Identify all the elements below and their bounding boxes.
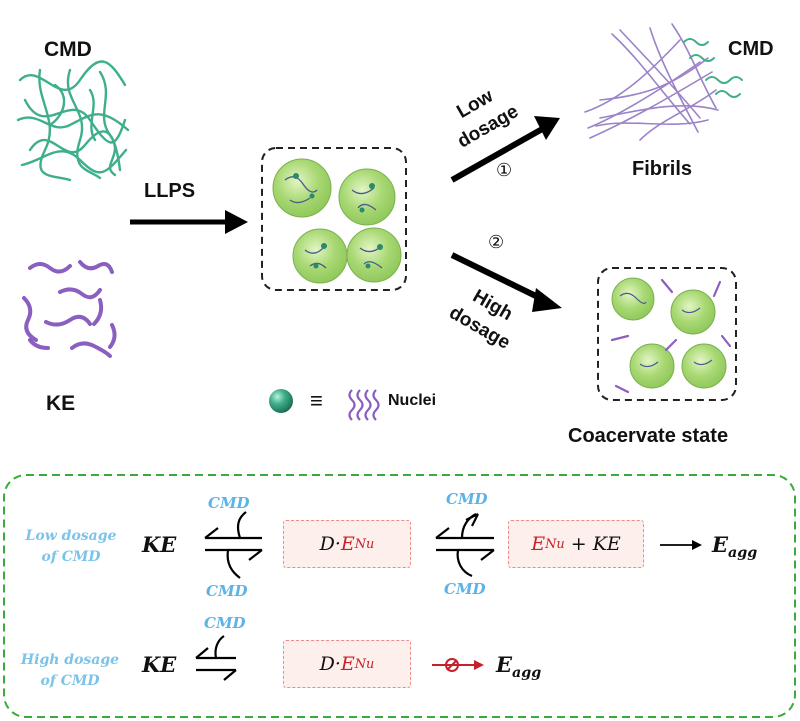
high-row-label-line2: of CMD [40, 673, 100, 689]
high-row-complex-sub: Nu [354, 656, 375, 672]
low-row-prod-e: E [531, 533, 546, 555]
droplets-icon [272, 158, 402, 284]
low-row-complex-e: E [340, 533, 355, 555]
high-dosage-arrow [450, 252, 546, 303]
low-row-cmd-top-1: CMD [208, 494, 250, 512]
equilibrium-arrows-high [195, 635, 237, 681]
low-row-cmd-top-2: CMD [446, 490, 488, 508]
high-row-label-line1: High dosage [20, 652, 120, 668]
low-row-cmd-bottom-1: CMD [206, 582, 248, 600]
blocked-arrow-high [432, 658, 484, 672]
high-row-agg: Eagg [496, 652, 541, 681]
llps-label: LLPS [144, 180, 196, 202]
high-row-agg-sub: agg [512, 665, 542, 682]
fibrils-cmd-label: CMD [728, 38, 774, 60]
ke-peptides-icon [22, 260, 117, 358]
high-row-label: High dosage of CMD [12, 650, 128, 692]
ke-label: KE [46, 392, 76, 415]
low-row-agg-sub: agg [728, 545, 758, 562]
equilibrium-arrows-1 [204, 511, 263, 579]
high-row-ke: KE [142, 652, 177, 677]
nuclei-squiggle-icon [348, 389, 380, 421]
cmd-network-icon [16, 60, 130, 182]
low-row-agg: Eagg [712, 532, 757, 561]
high-row-complex-e: E [340, 653, 355, 675]
path2-marker: ② [488, 232, 505, 252]
high-row-agg-e: E [496, 652, 513, 677]
path1-marker: ① [496, 160, 513, 180]
low-row-prod-plus: + KE [564, 533, 621, 555]
low-row-label-line2: of CMD [41, 549, 101, 565]
low-row-cmd-bottom-2: CMD [444, 580, 486, 598]
low-row-agg-e: E [712, 532, 729, 557]
droplet-box [261, 147, 407, 291]
legend-equiv: ≡ [310, 388, 323, 413]
legend-nuclei-label: Nuclei [388, 392, 437, 409]
low-row-complex-sub: Nu [354, 536, 375, 552]
coacervate-label: Coacervate state [568, 425, 729, 447]
fibrils-cmd-icon [683, 38, 743, 98]
high-row-cmd-top: CMD [204, 614, 246, 632]
cmd-label: CMD [44, 38, 92, 61]
fibrils-label: Fibrils [632, 158, 693, 180]
high-row-complex-d: D· [319, 653, 341, 675]
low-row-complex-d: D· [319, 533, 341, 555]
low-row-label-line1: Low dosage [25, 528, 117, 544]
low-row-label: Low dosage of CMD [16, 526, 126, 568]
nuclei-sphere-icon [269, 389, 293, 413]
low-row-ke: KE [142, 532, 177, 557]
coacervate-box [597, 267, 737, 401]
low-dosage-arrow [450, 125, 546, 183]
coacervate-droplets-icon [610, 277, 732, 394]
low-row-prod-sub: Nu [545, 536, 565, 552]
equilibrium-arrows-2 [435, 513, 495, 578]
fibrils-icon [584, 23, 719, 141]
